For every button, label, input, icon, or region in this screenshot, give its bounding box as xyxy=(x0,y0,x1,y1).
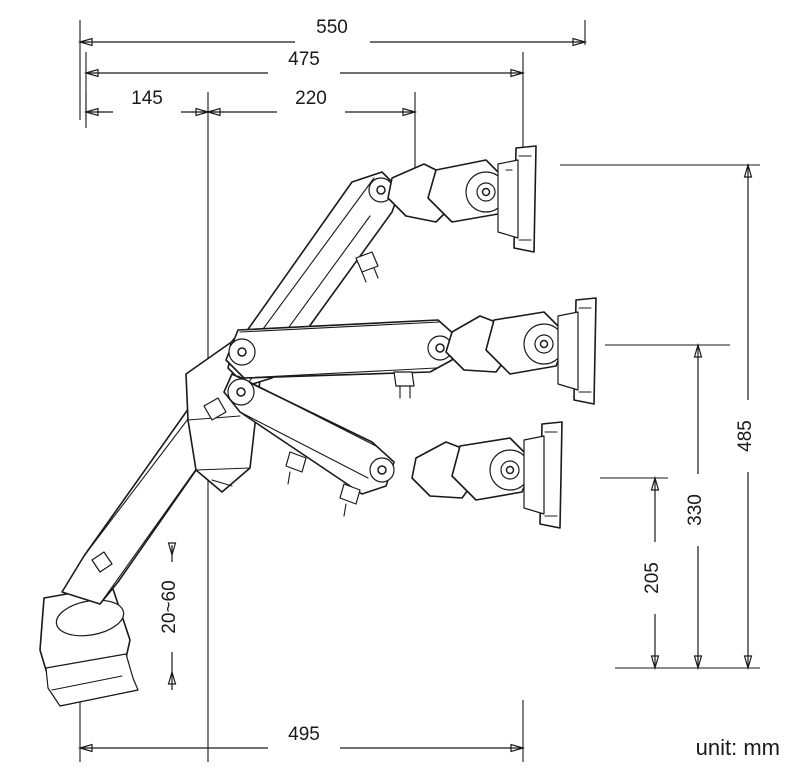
dim-205-label: 205 xyxy=(642,562,663,594)
upper-arm-middle xyxy=(225,319,457,399)
dim-20-60: 20~60 xyxy=(159,542,184,690)
dim-550-label: 550 xyxy=(316,17,348,38)
monitor-arm-assembly xyxy=(39,145,597,707)
dim-330-label: 330 xyxy=(685,494,706,526)
dim-330: 330 xyxy=(685,342,710,671)
dim-205: 205 xyxy=(642,475,667,671)
upper-arm-bottom xyxy=(223,373,395,517)
dim-495: 495 xyxy=(77,700,526,762)
dim-145: 145 xyxy=(83,88,211,123)
dim-475-label: 475 xyxy=(288,49,320,70)
dim-485: 485 xyxy=(735,162,760,671)
unit-label: unit: mm xyxy=(696,735,780,760)
vesa-head-bottom xyxy=(411,421,563,529)
vesa-head-top xyxy=(387,145,537,253)
dim-475: 475 xyxy=(83,49,526,84)
dim-145-label: 145 xyxy=(131,88,163,109)
dim-220-label: 220 xyxy=(295,88,327,109)
dim-220: 220 xyxy=(205,88,418,123)
dim-485-label: 485 xyxy=(735,420,756,452)
dim-495-label: 495 xyxy=(288,724,320,745)
desk-clamp-base xyxy=(39,585,139,707)
right-extension-lines xyxy=(560,164,760,669)
vesa-head-middle xyxy=(445,297,597,405)
dim-550: 550 xyxy=(77,17,588,54)
dim-20-60-label: 20~60 xyxy=(159,580,180,633)
